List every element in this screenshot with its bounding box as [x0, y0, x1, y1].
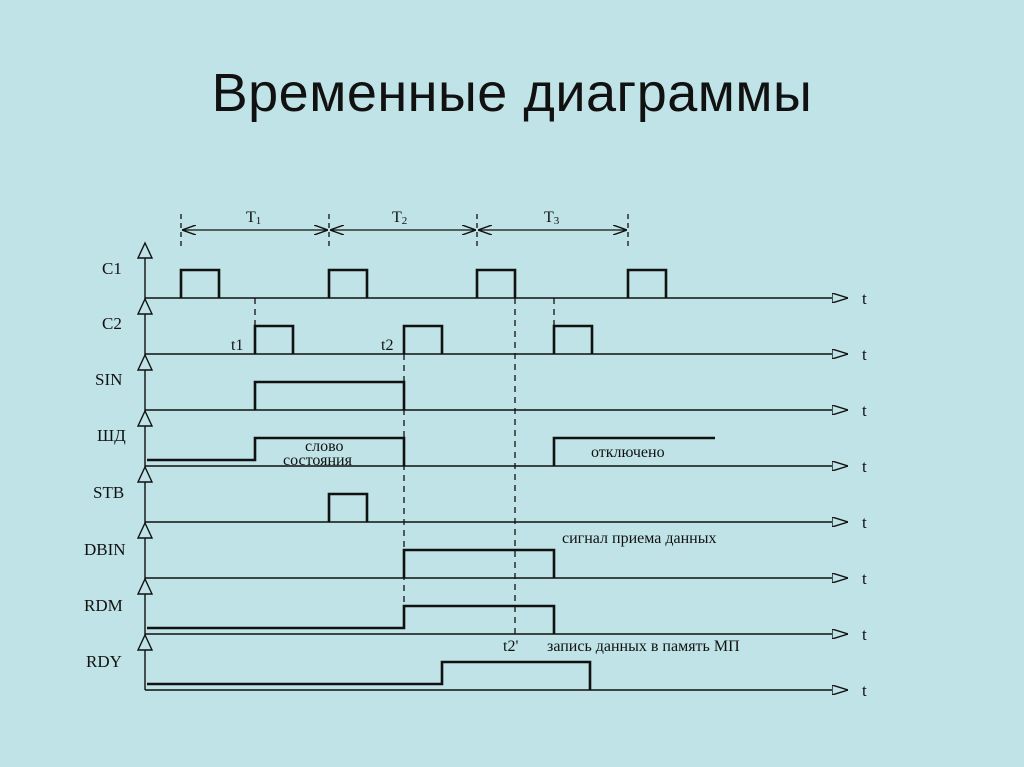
waveform-shd-off: [552, 436, 715, 466]
signal-label-sin: SIN: [95, 370, 122, 389]
period-label-t3: T3: [544, 209, 560, 227]
axis-arrowhead: [136, 465, 154, 483]
waveform-rdy: [147, 660, 592, 690]
axis-t-label: t: [862, 289, 867, 308]
note-slovo: слово: [305, 438, 344, 455]
waveform-dbin: [402, 548, 556, 578]
axis-arrowhead: [136, 297, 154, 315]
waveform-stb: [327, 492, 369, 522]
period-markers: [180, 214, 629, 246]
waveforms: [147, 268, 715, 690]
note-otklyucheno: отключено: [591, 444, 665, 461]
signal-label-rdy: RDY: [86, 652, 122, 671]
note-zapis: запись данных в память МП: [547, 638, 740, 655]
axis-arrowhead: [136, 521, 154, 539]
axis-arrowhead: [136, 409, 154, 427]
waveform-c1-pulse: [626, 268, 668, 298]
period-label-t2: T2: [392, 209, 407, 227]
signal-label-stb: STB: [93, 483, 124, 502]
signal-label-rdm: RDM: [84, 596, 123, 615]
axis-t-label: t: [862, 345, 867, 364]
axis-arrowhead: [136, 241, 154, 259]
mark-t2: t2: [381, 337, 393, 354]
note-signal-priema: сигнал приема данных: [562, 530, 716, 547]
waveform-rdm: [147, 604, 556, 634]
waveform-sin: [253, 380, 406, 410]
signal-label-c1: C1: [102, 259, 122, 278]
waveform-c2-pulse: [402, 324, 444, 354]
period-label-t1: T1: [246, 209, 261, 227]
time-axes: [145, 298, 848, 690]
axis-t-label: t: [862, 681, 867, 700]
axis-arrowhead: [136, 633, 154, 651]
signal-label-dbin: DBIN: [84, 540, 126, 559]
waveform-c1-pulse: [179, 268, 221, 298]
waveform-shd: [147, 436, 406, 466]
note-sostoyaniya: состояния: [283, 452, 353, 469]
mark-t2-prime: t2': [503, 638, 518, 655]
waveform-c1-pulse: [327, 268, 369, 298]
axis-t-label: t: [862, 513, 867, 532]
waveform-c1-pulse: [475, 268, 517, 298]
axis-t-label: t: [862, 569, 867, 588]
axis-t-label: t: [862, 625, 867, 644]
axis-arrowhead: [136, 577, 154, 595]
axis-t-label: t: [862, 457, 867, 476]
axis-t-label: t: [862, 401, 867, 420]
signal-label-shd: ШД: [97, 426, 126, 445]
mark-t1: t1: [231, 337, 243, 354]
slide-title: Временные диаграммы: [211, 63, 813, 123]
signal-label-c2: C2: [102, 314, 122, 333]
axis-arrowheads: [136, 241, 154, 651]
axis-arrowhead: [136, 353, 154, 371]
timing-guides: [254, 298, 555, 634]
waveform-c2-pulse: [552, 324, 594, 354]
waveform-c2-pulse: [253, 324, 295, 354]
